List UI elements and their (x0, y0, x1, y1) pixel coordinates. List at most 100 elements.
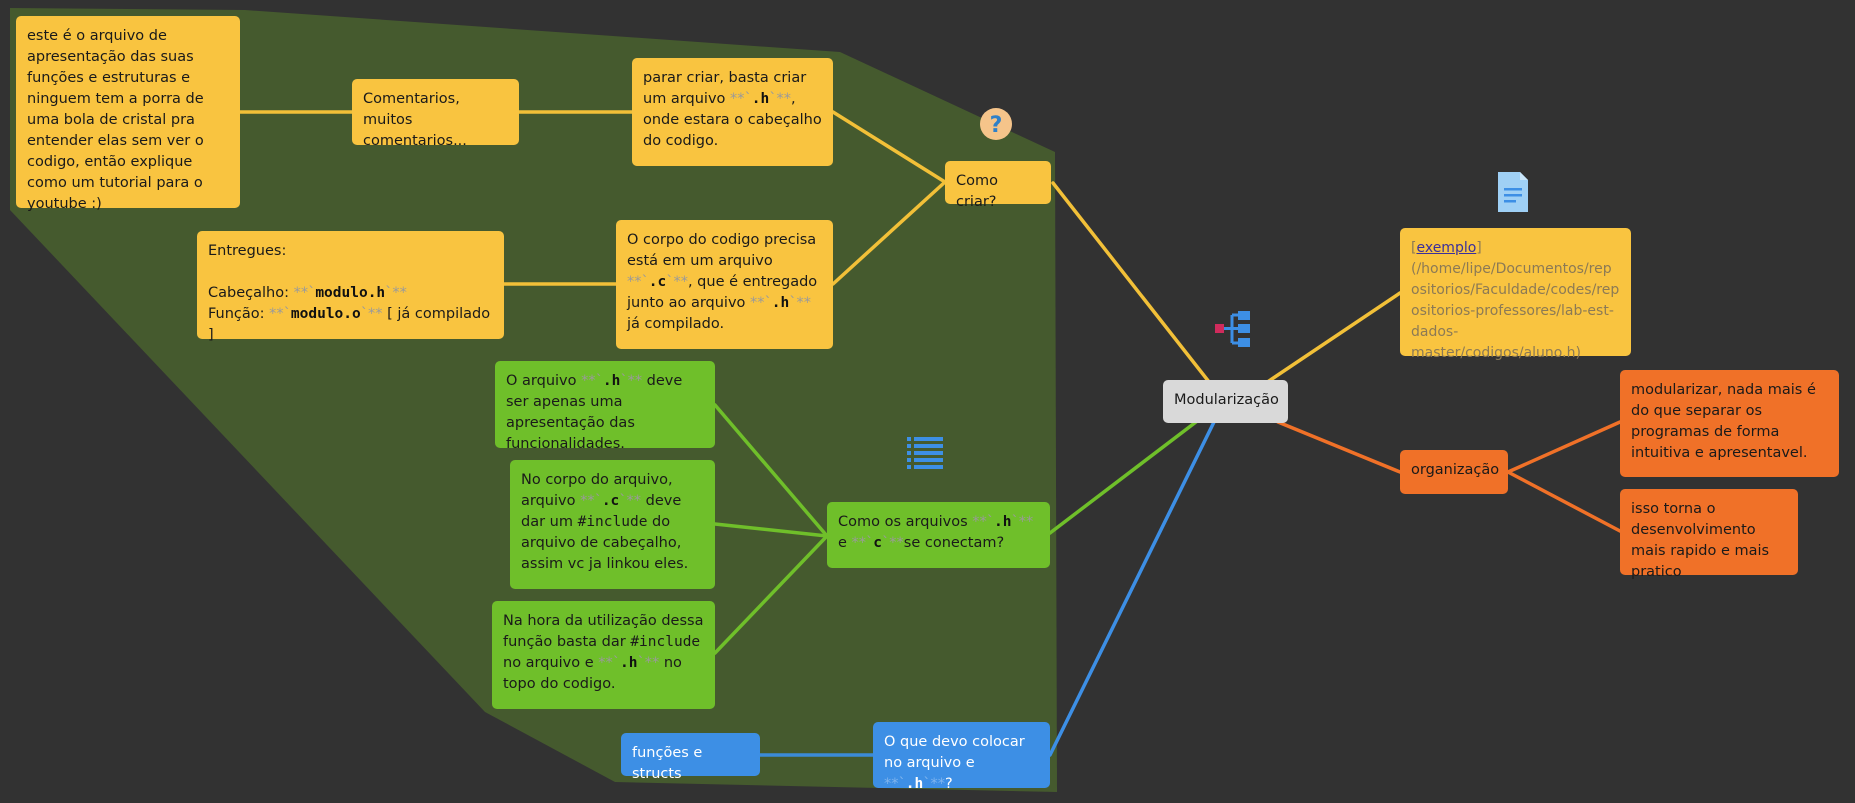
code-token: .c (601, 493, 620, 509)
node-modularizar[interactable]: modularizar, nada mais é do que separar … (1620, 370, 1839, 477)
code-token: modulo.o (290, 306, 361, 322)
connector (713, 522, 829, 538)
markdown-marker: `** (666, 274, 688, 290)
root-label: Modularização (1174, 392, 1279, 408)
node-text: No corpo do arquivo, arquivo (521, 472, 673, 509)
svg-text:?: ? (990, 113, 1003, 138)
node-text: modularizar, nada mais é do que separar … (1631, 382, 1816, 461)
markdown-marker: **` (750, 295, 772, 311)
markdown-marker: [ (1411, 240, 1417, 256)
node-text: Comentarios, muitos comentarios... (363, 91, 467, 149)
node-criar-arquivo-h[interactable]: parar criar, basta criar um arquivo **`.… (632, 58, 833, 166)
markdown-marker: **` (972, 514, 995, 530)
connector (713, 534, 829, 655)
topic-como-criar[interactable]: Como criar? (945, 161, 1051, 210)
node-text: O arquivo (506, 373, 582, 389)
code-token: #include (630, 634, 701, 650)
node-text: [ já compilado ] (208, 306, 491, 343)
node-text: Na hora da utilização dessa função basta… (503, 613, 704, 650)
markdown-marker: `** (769, 91, 791, 107)
code-token: .c (648, 274, 667, 290)
spacer (208, 262, 493, 283)
markdown-marker: **` (627, 274, 649, 290)
node-comentarios[interactable]: Comentarios, muitos comentarios... (352, 79, 519, 149)
node-entregues[interactable]: Entregues: Cabeçalho: **`modulo.h`** Fun… (197, 231, 504, 343)
node-text: e (838, 535, 852, 551)
connector (831, 180, 947, 286)
markdown-marker: `** (637, 655, 660, 671)
node-text: Como os arquivos (838, 514, 973, 530)
node-text: Função: (208, 306, 270, 322)
code-token: .h (751, 91, 770, 107)
node-text: O que devo colocar no arquivo e (884, 734, 1025, 771)
node-text: Cabeçalho: (208, 285, 294, 301)
entregues-cabecalho: Cabeçalho: **`modulo.h`** (208, 283, 493, 304)
topic-como-conectam[interactable]: Como os arquivos **`.h`** e **`c`**se co… (827, 502, 1050, 568)
markdown-marker: `** (620, 373, 643, 389)
markdown-marker: `** (619, 493, 642, 509)
node-text: do arquivo de cabeçalho, assim vc ja lin… (521, 514, 689, 572)
code-token: .h (620, 655, 638, 671)
node-text: parar criar, basta criar um arquivo (643, 70, 807, 107)
connector (1048, 418, 1217, 757)
markdown-marker: **` (581, 373, 603, 389)
markdown-marker: `** (360, 306, 383, 322)
node-text: no arquivo e (503, 655, 599, 671)
markdown-marker: `** (923, 776, 945, 792)
markdown-marker: **` (851, 535, 874, 551)
list-icon (907, 437, 943, 469)
node-exemplo[interactable]: [exemplo](/home/lipe/Documentos/reposito… (1400, 228, 1631, 361)
markdown-marker: **` (293, 285, 316, 301)
code-token: modulo.h (315, 285, 386, 301)
markdown-marker: **` (730, 91, 752, 107)
markdown-marker: `** (882, 535, 904, 551)
markdown-marker: `** (1011, 514, 1034, 530)
connector (1048, 407, 1215, 535)
node-text: ? (944, 776, 953, 792)
node-apresentacao[interactable]: este é o arquivo de apresentação das sua… (16, 16, 240, 212)
code-token: c (873, 535, 883, 551)
node-text: , que é entregado junto ao arquivo (627, 274, 818, 311)
node-text: , onde estara o cabeçalho do codigo. (643, 91, 822, 149)
exemplo-link[interactable]: exemplo (1416, 240, 1477, 256)
connector (1506, 420, 1622, 474)
code-token: .h (771, 295, 790, 311)
markdown-marker: `** (789, 295, 811, 311)
node-include-c[interactable]: No corpo do arquivo, arquivo **`.c`** de… (510, 460, 715, 589)
markdown-marker: **` (580, 493, 602, 509)
topic-organizacao[interactable]: organização (1400, 450, 1508, 494)
structure-icon (1215, 311, 1250, 347)
node-text: deve ser apenas uma apresentação das fun… (506, 373, 683, 452)
connector (1258, 291, 1402, 389)
node-text: Entregues: (208, 243, 287, 259)
connector (1051, 181, 1215, 389)
node-text: este é o arquivo de apresentação das sua… (27, 28, 204, 212)
node-text: deve dar um (521, 493, 682, 530)
code-token: .h (905, 776, 924, 792)
node-text: já compilado. (627, 316, 725, 332)
root-node[interactable]: Modularização (1163, 380, 1288, 423)
code-token: #include (577, 514, 648, 530)
node-text: isso torna o desenvolvimento mais rapido… (1631, 501, 1770, 580)
code-token: .h (994, 514, 1012, 530)
topic-label: organização (1411, 462, 1500, 478)
code-token: .h (602, 373, 621, 389)
connector (1506, 470, 1622, 533)
markdown-marker: **` (884, 776, 906, 792)
node-text: funções e structs (632, 745, 703, 782)
node-isso-torna[interactable]: isso torna o desenvolvimento mais rapido… (1620, 489, 1798, 580)
node-funcoes-structs[interactable]: funções e structs (621, 733, 760, 782)
node-utilizacao[interactable]: Na hora da utilização dessa função basta… (492, 601, 715, 709)
connector (1276, 420, 1402, 474)
question-icon: ? (980, 108, 1012, 140)
node-apresentacao-h[interactable]: O arquivo **`.h`** deve ser apenas uma a… (495, 361, 715, 452)
connector (713, 403, 829, 538)
node-corpo-codigo[interactable]: O corpo do codigo precisa está em um arq… (616, 220, 833, 349)
node-text: O corpo do codigo precisa está em um arq… (627, 232, 817, 269)
markdown-marker: **` (598, 655, 621, 671)
markdown-marker: **` (269, 306, 291, 322)
topic-o-que-colocar[interactable]: O que devo colocar no arquivo e **`.h`**… (873, 722, 1050, 792)
entregues-funcao: Função: **`modulo.o`** [ já compilado ] (208, 304, 493, 346)
topic-label: Como criar? (956, 173, 998, 210)
